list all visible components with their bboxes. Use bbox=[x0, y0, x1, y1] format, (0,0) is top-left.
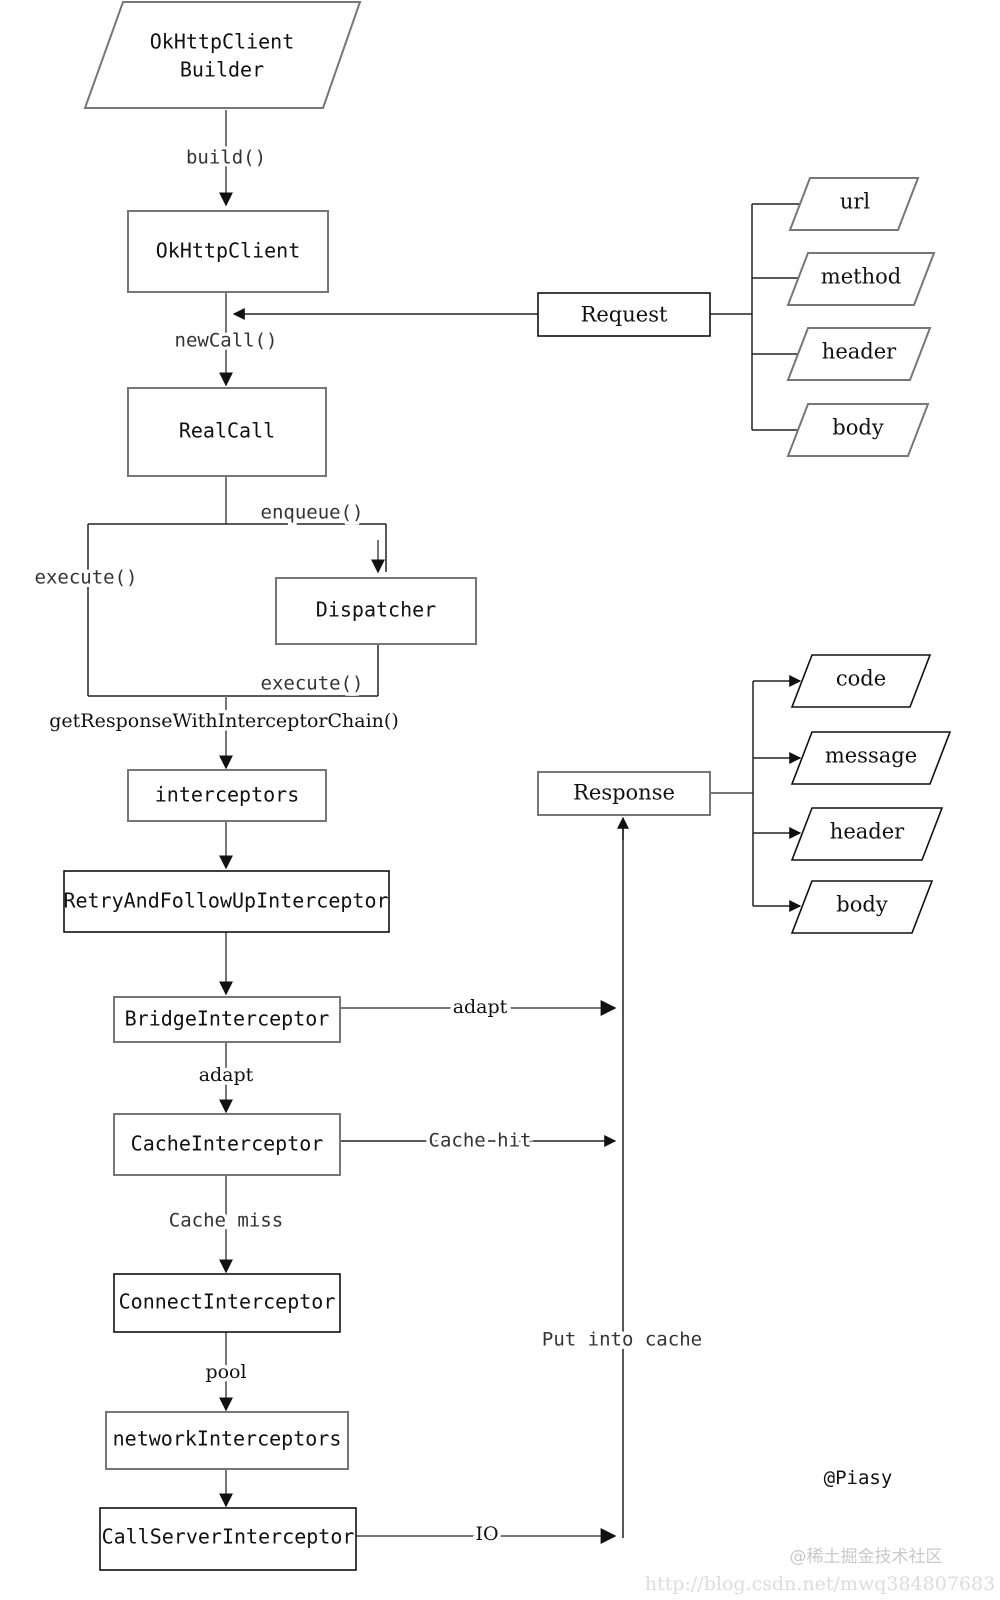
node-response-body-label: body bbox=[836, 893, 888, 917]
node-request-url-label: url bbox=[840, 190, 871, 214]
node-retryandfollowupinterceptor-label: RetryAndFollowUpInterceptor bbox=[63, 889, 388, 913]
edge-label-cache-miss: Cache miss bbox=[169, 1210, 283, 1232]
node-request-label: Request bbox=[581, 303, 668, 327]
edge-label-new-call: newCall() bbox=[175, 330, 278, 352]
node-builder-label-line1: OkHttpClient bbox=[150, 30, 295, 54]
node-connectinterceptor[interactable] bbox=[113, 1273, 341, 1333]
node-response-body[interactable] bbox=[790, 880, 934, 934]
node-request-method[interactable] bbox=[786, 252, 936, 306]
node-cacheinterceptor-label: CacheInterceptor bbox=[131, 1132, 324, 1156]
edge-label-cache-hit: Cache hit bbox=[429, 1130, 532, 1152]
edge-label-adapt-down: adapt bbox=[199, 1064, 254, 1086]
node-networkinterceptors[interactable] bbox=[105, 1411, 349, 1470]
node-builder-label-line2: Builder bbox=[180, 58, 264, 82]
edge-label-io: IO bbox=[475, 1523, 498, 1545]
node-retryandfollowupinterceptor[interactable] bbox=[63, 870, 390, 933]
node-connectinterceptor-label: ConnectInterceptor bbox=[119, 1290, 336, 1314]
node-realcall[interactable] bbox=[127, 387, 327, 477]
watermark-author: @Piasy bbox=[824, 1467, 893, 1489]
node-interceptors[interactable] bbox=[127, 769, 327, 822]
node-cacheinterceptor[interactable] bbox=[113, 1113, 341, 1176]
node-response-label: Response bbox=[573, 781, 675, 805]
edge-label-pool: pool bbox=[205, 1361, 246, 1383]
node-callserverinterceptor-label: CallServerInterceptor bbox=[102, 1525, 355, 1549]
node-realcall-label: RealCall bbox=[179, 419, 275, 443]
edge-label-get-response-chain: getResponseWithInterceptorChain() bbox=[49, 710, 398, 732]
node-response-code[interactable] bbox=[790, 654, 932, 708]
node-request-header-label: header bbox=[822, 340, 897, 364]
node-okhttpclient[interactable] bbox=[127, 210, 329, 293]
node-callserverinterceptor[interactable] bbox=[99, 1507, 357, 1571]
node-response-header-label: header bbox=[830, 820, 905, 844]
edge-label-adapt-right: adapt bbox=[453, 996, 508, 1018]
node-response-message-label: message bbox=[825, 744, 917, 768]
edge-label-put-into-cache: Put into cache bbox=[542, 1329, 702, 1351]
node-builder[interactable] bbox=[83, 0, 362, 109]
node-response-header[interactable] bbox=[790, 807, 944, 861]
watermark-community: @稀土掘金技术社区 bbox=[790, 1547, 943, 1567]
node-networkinterceptors-label: networkInterceptors bbox=[113, 1427, 342, 1451]
edge-label-execute-right: execute() bbox=[261, 673, 364, 695]
node-interceptors-label: interceptors bbox=[155, 783, 300, 807]
node-response-message[interactable] bbox=[790, 731, 952, 785]
node-request[interactable] bbox=[537, 292, 711, 337]
node-bridgeinterceptor[interactable] bbox=[113, 996, 341, 1043]
watermark-url: http://blog.csdn.net/mwq384807683 bbox=[645, 1573, 995, 1595]
node-request-body[interactable] bbox=[786, 403, 930, 457]
node-dispatcher-label: Dispatcher bbox=[316, 598, 436, 622]
node-request-body-label: body bbox=[832, 416, 884, 440]
node-okhttpclient-label: OkHttpClient bbox=[156, 239, 301, 263]
edge-label-execute-left: execute() bbox=[35, 567, 138, 589]
node-dispatcher[interactable] bbox=[275, 577, 477, 645]
node-response-code-label: code bbox=[836, 667, 886, 691]
node-request-url[interactable] bbox=[788, 177, 920, 231]
node-bridgeinterceptor-label: BridgeInterceptor bbox=[125, 1007, 330, 1031]
edge-label-build: build() bbox=[186, 147, 266, 169]
node-response[interactable] bbox=[537, 771, 711, 816]
node-request-method-label: method bbox=[821, 265, 901, 289]
node-request-header[interactable] bbox=[786, 327, 932, 381]
edge-label-enqueue: enqueue() bbox=[261, 502, 364, 524]
